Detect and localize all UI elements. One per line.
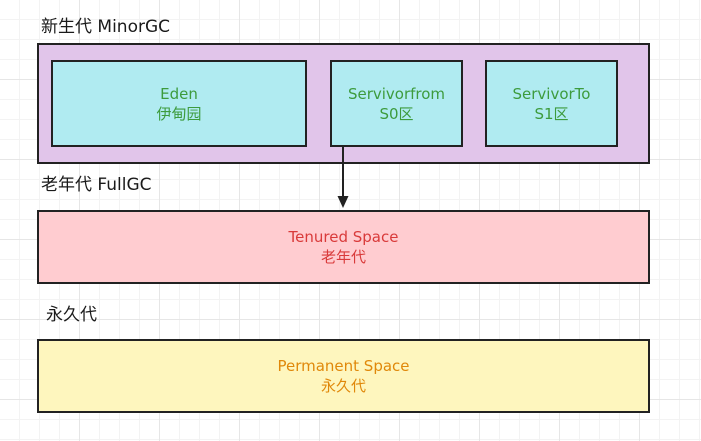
survivor-from-space: Servivorfrom S0区	[330, 60, 463, 147]
promotion-arrow-head	[337, 196, 349, 208]
eden-space-subtitle: 伊甸园	[156, 104, 202, 123]
permanent-space: Permanent Space 永久代	[37, 339, 650, 413]
young-generation-label: 新生代 MinorGC	[41, 17, 171, 37]
permanent-space-subtitle: 永久代	[320, 377, 366, 395]
tenured-space: Tenured Space 老年代	[37, 210, 650, 284]
survivor-to-space: ServivorTo S1区	[485, 60, 618, 147]
survivor-to-name: ServivorTo	[512, 84, 591, 103]
permanent-generation-label: 永久代	[46, 305, 97, 325]
permanent-space-name: Permanent Space	[277, 357, 410, 375]
survivor-from-subtitle: S0区	[379, 104, 414, 123]
tenured-space-subtitle: 老年代	[320, 248, 366, 266]
eden-space-name: Eden	[160, 84, 198, 103]
tenured-space-name: Tenured Space	[288, 228, 399, 246]
survivor-from-name: Servivorfrom	[347, 84, 446, 103]
old-generation-label: 老年代 FullGC	[41, 175, 152, 195]
survivor-to-subtitle: S1区	[534, 104, 569, 123]
eden-space: Eden 伊甸园	[51, 60, 307, 147]
